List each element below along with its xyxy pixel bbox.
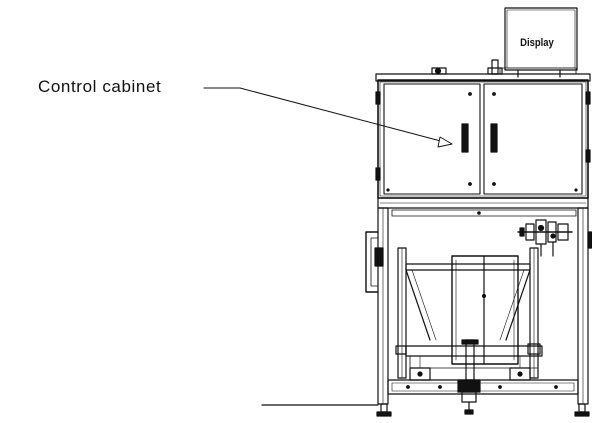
control-cabinet-label: Control cabinet (38, 77, 162, 96)
control-cabinet (375, 79, 591, 199)
pneumatic-valve-unit (517, 219, 573, 257)
display-monitor (499, 7, 578, 78)
machine-feet (376, 403, 590, 417)
display-label: Display (520, 37, 554, 49)
bag-holder-mechanism (395, 247, 543, 381)
machine-base (387, 367, 579, 411)
cabinet-top-rail (375, 59, 591, 82)
right-door-handle (490, 123, 498, 153)
control-cabinet-leader (203, 87, 453, 148)
left-door-handle (461, 123, 469, 153)
